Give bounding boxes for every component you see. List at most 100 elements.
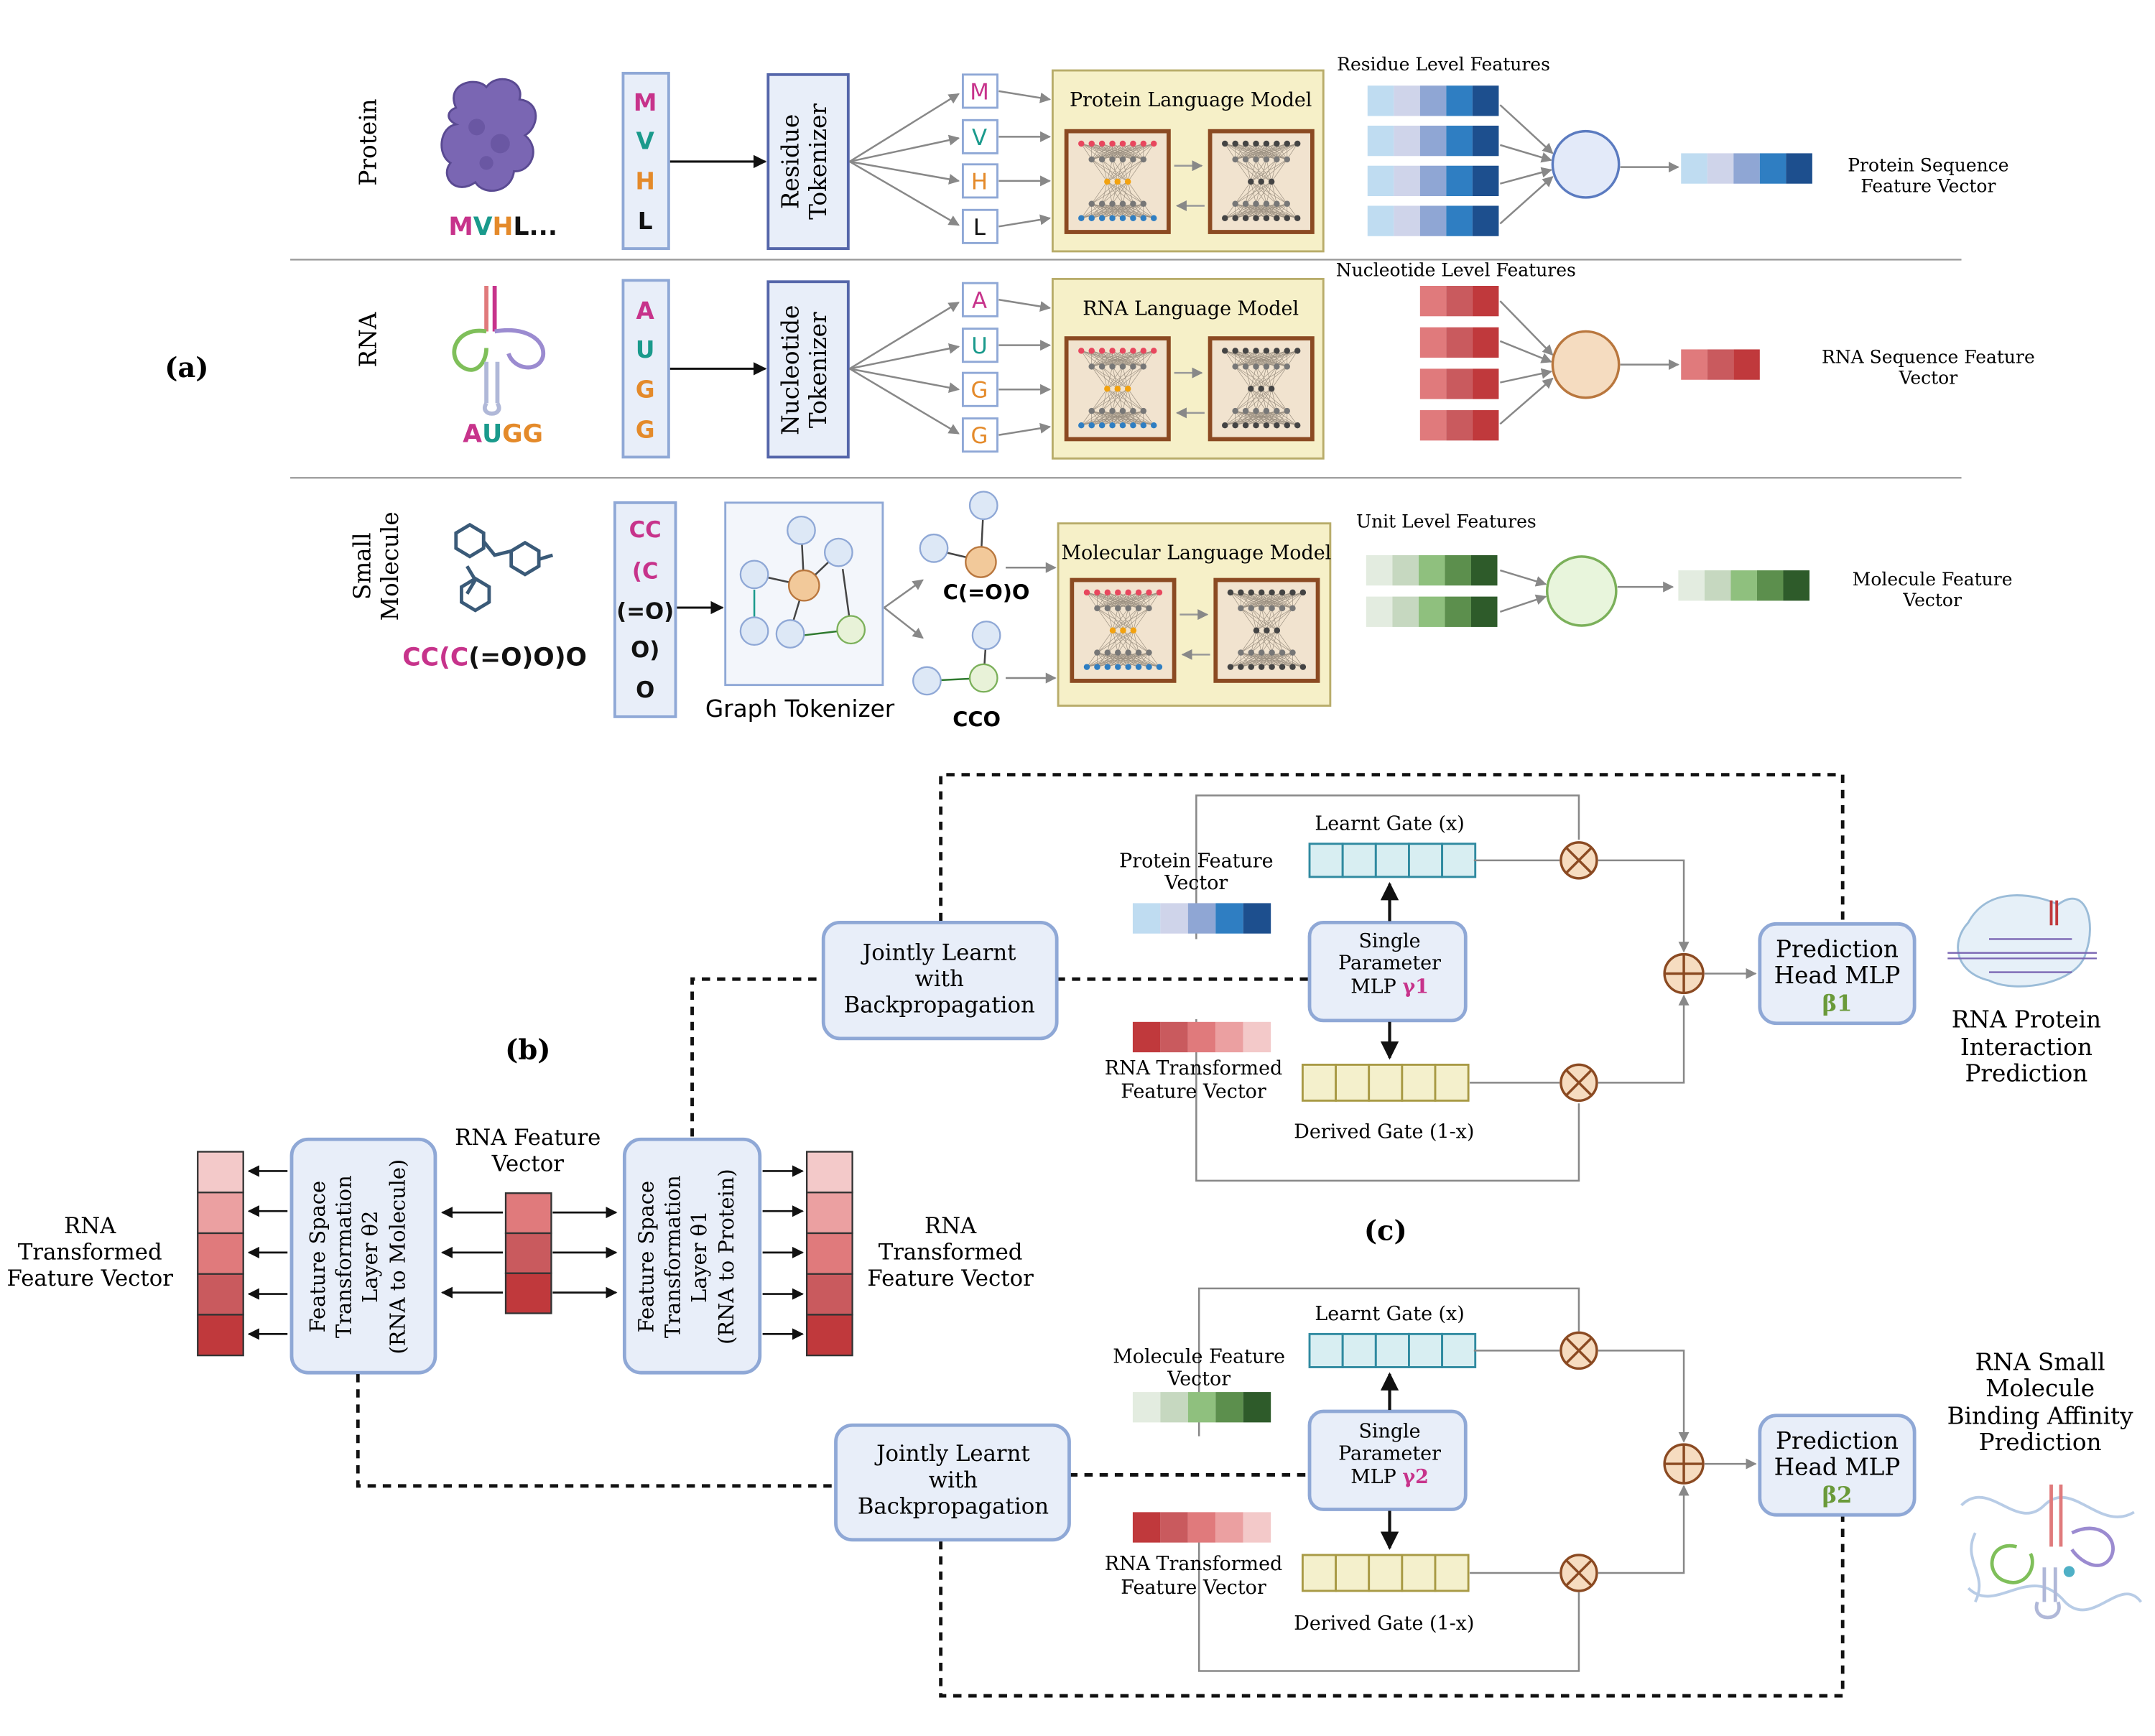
protein-lm-decoder-neuron [1232, 200, 1238, 207]
rna-pooling-node [1551, 330, 1621, 399]
bottom-rna-transformed-cell [1243, 1512, 1271, 1543]
molecular-lm-decoder-neuron [1248, 589, 1255, 596]
molecular-lm-encoder-neuron [1125, 605, 1131, 612]
protein-lm-encoder-edge [1081, 143, 1092, 160]
protein-lm-encoder-neuron [1098, 140, 1106, 147]
gamma2-label-2: Parameter [1338, 1442, 1441, 1465]
rna-lm-encoder-edge [1102, 351, 1154, 367]
bottom-feature-label-2: Vector [1167, 1368, 1231, 1390]
protein-lm-encoder-edge [1122, 143, 1154, 160]
rna-lm-encoder-edge [1107, 366, 1123, 389]
rna-lm-encoder-edge [1102, 410, 1144, 426]
molecular-lm-encoder-edge [1086, 652, 1129, 667]
top-feature-label-1: Protein Feature [1119, 850, 1273, 872]
protein-lm-encoder-edge [1091, 143, 1113, 160]
molecular-lm-decoder-neuron [1274, 627, 1281, 633]
protein-token-m: M [970, 79, 989, 105]
task-bottom-label-2: Molecule [1985, 1375, 2095, 1402]
protein-lm-encoder-neuron [1150, 215, 1157, 222]
residue-feature-cell [1394, 85, 1420, 116]
unit-feature-cell [1418, 554, 1445, 586]
rna-lm-encoder-neuron [1119, 422, 1126, 429]
molecular-lm-decoder-edge [1292, 592, 1304, 609]
protein-lm-encoder-edge [1122, 203, 1144, 219]
b-right-label-1: RNA [924, 1213, 977, 1239]
top-feature-label-2: Vector [1164, 872, 1228, 894]
top-rna-transformed-cell [1187, 1021, 1216, 1053]
rna-lm-decoder-edge [1245, 366, 1251, 389]
nucleotide-feature-cell [1472, 327, 1499, 358]
protein-lm-decoder-neuron [1232, 215, 1238, 222]
molecular-lm-decoder-edge [1251, 608, 1257, 631]
molecular-lm-decoder-neuron [1289, 664, 1296, 670]
protein-lm-encoder-neuron [1088, 200, 1095, 207]
rna-seq-token-u: U [636, 336, 655, 363]
molecular-lm-decoder-edge [1256, 608, 1293, 631]
molecular-lm-decoder-edge [1261, 652, 1293, 667]
molecular-lm-encoder-edge [1097, 630, 1134, 653]
rna-lm-decoder-edge [1251, 366, 1277, 389]
protein-lm-decoder-neuron [1253, 215, 1259, 222]
molecular-lm-encoder-neuron [1135, 664, 1142, 670]
protein-features-to-pool-arrows [1499, 104, 1554, 225]
protein-lm-encoder-neuron [1130, 215, 1136, 222]
bottom-derived-gate-cell [1301, 1554, 1337, 1592]
b-left-label-3: Feature Vector [7, 1266, 174, 1291]
nucleotide-feature-cell [1472, 410, 1499, 441]
residue-feature-cell [1367, 165, 1394, 197]
top-gate-bypass-upper [1195, 794, 1580, 939]
protein-lm-decoder-neuron [1274, 156, 1280, 163]
molecular-lm-decoder-edge [1241, 630, 1267, 653]
rna-lm-decoder-neuron [1274, 422, 1280, 429]
molecular-lm-decoder-neuron [1269, 649, 1275, 656]
bottom-mult-upper-to-add [1598, 1350, 1690, 1443]
molecular-lm-decoder-neuron [1238, 605, 1244, 612]
molecular-lm-decoder-neuron [1269, 605, 1275, 612]
protein-lm-encoder-edge [1107, 159, 1134, 182]
protein-lm-decoder-edge [1245, 181, 1272, 204]
rna-lm-decoder-edge [1225, 410, 1267, 426]
protein-lm-decoder-neuron [1222, 140, 1228, 147]
molecular-lm-decoder-neuron [1227, 664, 1234, 670]
protein-lm-encoder-neuron [1098, 200, 1106, 207]
protein-lm-decoder-edge [1245, 203, 1287, 219]
bottom-rna-transformed-cell [1160, 1512, 1188, 1543]
theta1-label-1: Feature Space [634, 1181, 659, 1332]
bottom-learnt-gate-cell [1441, 1332, 1477, 1368]
molecular-lm-decoder-neuron [1279, 664, 1286, 670]
molecular-lm-decoder-edge [1241, 592, 1283, 609]
molecular-lm-networks [1070, 577, 1320, 683]
rna-lm-decoder-neuron [1253, 422, 1259, 429]
protein-lm-decoder-edge [1256, 143, 1298, 160]
nucleotide-feature-cell [1446, 368, 1473, 399]
rna-lm-encoder-edge [1112, 389, 1129, 412]
molecular-lm-decoder-neuron [1289, 605, 1296, 612]
molecule-structure-image [454, 522, 554, 613]
top-multiply-upper [1560, 841, 1598, 880]
molecule-row-label-1: Small [349, 532, 376, 600]
protein-lm-decoder-edge [1245, 143, 1298, 160]
bottom-feature-label-1: Molecule Feature [1113, 1346, 1285, 1368]
molecular-lm-encoder-neuron [1104, 605, 1111, 612]
unit-features-title: Unit Level Features [1356, 511, 1537, 532]
rna-lm-encoder-neuron [1104, 386, 1111, 392]
prediction-head-beta1 [1758, 922, 1917, 1026]
rna-lm-encoder-edge [1143, 351, 1154, 367]
protein-pooling-node [1551, 129, 1621, 199]
molecular-lm-encoder-edge [1097, 592, 1118, 609]
molecular-lm-encoder-edge [1118, 652, 1149, 667]
bottom-molecule-feature-cell [1215, 1392, 1243, 1423]
rna-output-label-1: RNA Sequence Feature [1822, 347, 2035, 368]
rna-lm-decoder-neuron [1222, 422, 1228, 429]
bottom-derived-gate-cell [1335, 1554, 1371, 1592]
protein-lm-decoder-edge [1225, 203, 1246, 219]
bottom-gate-bypass-upper [1197, 1287, 1580, 1436]
rna-token-u: U [971, 333, 988, 359]
protein-lm-decoder-neuron [1263, 200, 1270, 207]
b-right-vector-cell [805, 1273, 853, 1316]
protein-language-model-label: Protein Language Model [1070, 89, 1312, 111]
beta1-label-2: Head MLP [1774, 962, 1901, 989]
b-right-vector-cell [805, 1232, 853, 1275]
molecular-lm-encoder-neuron [1104, 649, 1111, 656]
molecular-lm-encoder-neuron [1094, 649, 1100, 656]
